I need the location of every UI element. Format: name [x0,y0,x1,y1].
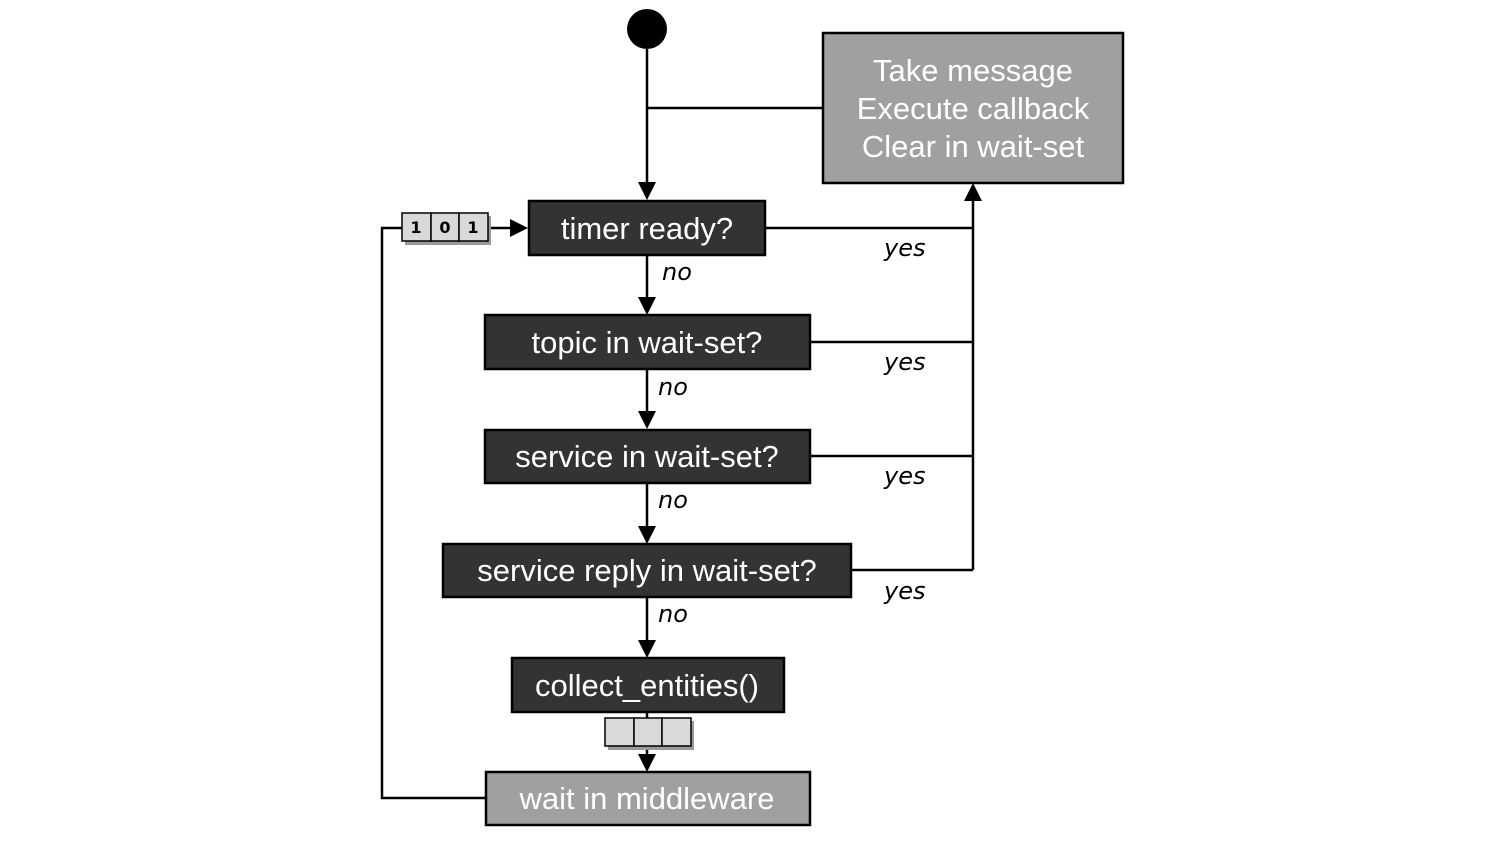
arrowhead-to-timer [638,182,656,200]
no-label-topic: no [658,373,688,401]
arrowhead-to-topic [638,297,656,315]
collect-entities-box [510,656,786,714]
bitmask-cell [458,212,489,242]
wait-in-middleware-label: wait in middleware [519,781,775,816]
timer-ready-label: timer ready? [561,211,733,246]
connector-loop-back [380,226,487,800]
arrowhead-to-service [638,411,656,429]
topic-in-wait-set-box [483,313,812,371]
bitmask-indicator: 1 0 1 [401,212,491,245]
empty-buffer-indicator [604,717,694,750]
action-line-clear-wait-set: Clear in wait-set [862,129,1085,164]
arrowhead-to-collect [638,640,656,658]
yes-label-service: yes [883,462,925,490]
topic-in-wait-set-label: topic in wait-set? [532,325,763,360]
service-reply-in-wait-set-label: service reply in wait-set? [477,553,816,588]
no-label-service: no [658,486,688,514]
bitmask-cell [401,212,432,242]
start-node [627,9,667,49]
bitmask-cell [430,212,460,242]
service-reply-in-wait-set-box [441,542,853,599]
arrowhead-to-wait [638,754,656,772]
service-in-wait-set-box [483,428,812,485]
no-label-reply: no [658,600,688,628]
service-in-wait-set-label: service in wait-set? [515,439,779,474]
wait-in-middleware-box [484,770,812,827]
bitmask-cell-value: 0 [439,218,450,237]
bitmask-cell-value: 1 [467,218,478,237]
collect-entities-label: collect_entities() [535,668,759,703]
arrowhead-to-reply [638,526,656,544]
yes-label-timer: yes [883,234,925,262]
action-line-execute-callback: Execute callback [857,91,1090,126]
empty-buffer-cell [604,717,635,747]
empty-buffer-cell [633,717,663,747]
action-box [821,31,1125,185]
empty-buffer-cell [661,717,692,747]
bitmask-cell-value: 1 [410,218,421,237]
action-line-take-message: Take message [873,53,1073,88]
arrowhead-to-action [964,183,982,201]
yes-label-reply: yes [883,577,925,605]
no-label-timer: no [662,258,692,286]
arrowhead-loop-to-timer [510,219,528,237]
timer-ready-box [527,199,767,257]
yes-label-topic: yes [883,348,925,376]
